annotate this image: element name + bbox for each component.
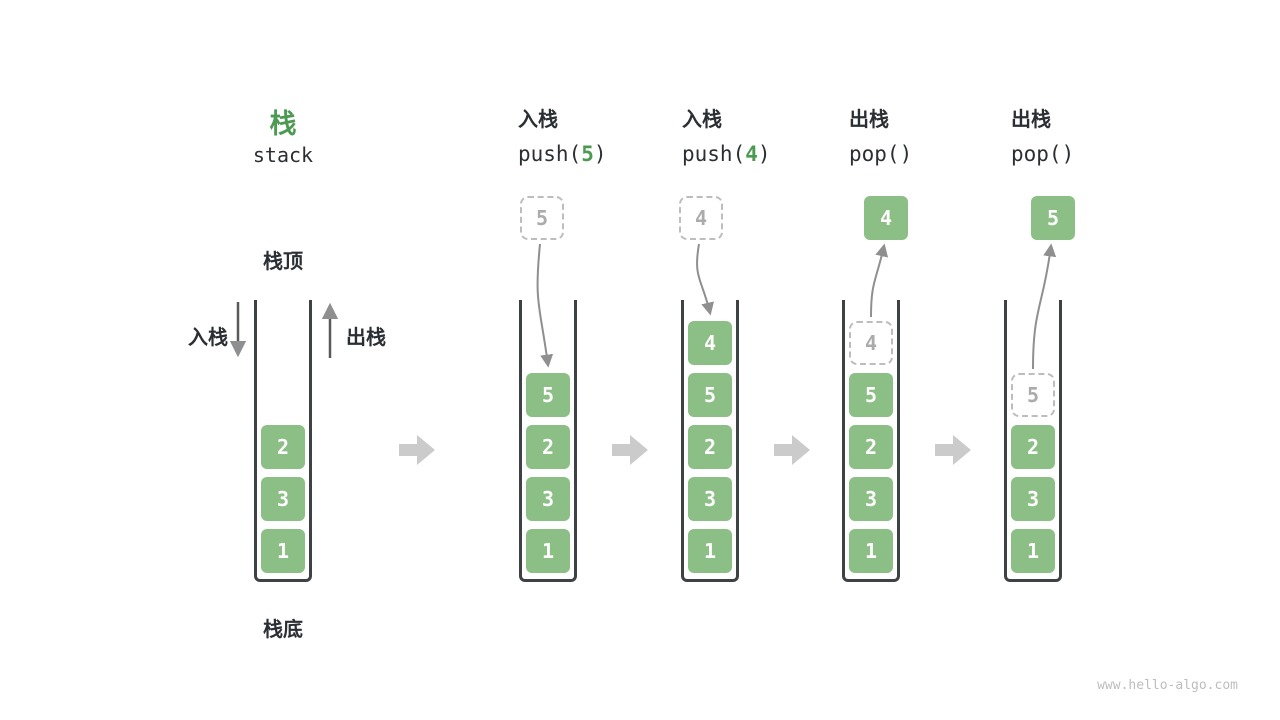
diagram-title-en: stack [252,143,314,167]
op-code-post: ) [593,142,607,166]
step-transition-arrow [774,435,810,465]
op-code-pre: pop( [849,142,900,166]
stack-container [254,300,312,582]
stack-item: 3 [849,477,893,521]
stack-container [1004,300,1062,582]
stack-item: 3 [1011,477,1055,521]
watermark: www.hello-algo.com [1097,678,1238,693]
stack-item: 3 [688,477,732,521]
stack-item: 5 [526,373,570,417]
stack-item: 2 [1011,425,1055,469]
op-code: push(5) [518,141,698,167]
op-name-label: 出栈 [1011,107,1051,131]
op-code-pre: pop( [1011,142,1062,166]
stack-item: 3 [526,477,570,521]
op-header: 入栈 push(4) [682,106,862,167]
stack-container [842,300,900,582]
stack-item: 3 [261,477,305,521]
stack-item: 2 [261,425,305,469]
stack-top-label: 栈顶 [263,249,303,273]
op-code-post: ) [899,142,913,166]
op-code: pop() [849,141,1029,167]
floating-box: 5 [1031,196,1075,240]
stack-item: 1 [1011,529,1055,573]
stack-item: 2 [688,425,732,469]
op-code-arg: 5 [581,142,594,166]
op-header: 入栈 push(5) [518,106,698,167]
stack-item: 4 [849,321,893,365]
stack-item: 5 [688,373,732,417]
stack-item: 5 [1011,373,1055,417]
floating-box: 4 [864,196,908,240]
floating-box: 5 [520,196,564,240]
stack-item: 2 [849,425,893,469]
op-code: push(4) [682,141,862,167]
diagram-title-zh: 栈 [269,109,297,140]
op-code-post: ) [757,142,771,166]
op-code-pre: push( [518,142,582,166]
stack-item: 1 [261,529,305,573]
op-header: 出栈 pop() [849,106,1029,167]
op-name-label: 入栈 [682,107,722,131]
step-transition-arrow [399,435,435,465]
op-header: 出栈 pop() [1011,106,1191,167]
stack-item: 4 [688,321,732,365]
step-transition-arrow [935,435,971,465]
floating-box: 4 [679,196,723,240]
op-code: pop() [1011,141,1191,167]
stack-container [681,300,739,582]
op-code-arg: 4 [745,142,758,166]
stack-item: 1 [526,529,570,573]
stack-item: 1 [849,529,893,573]
op-code-pre: push( [682,142,746,166]
stack-item: 1 [688,529,732,573]
op-name-label: 入栈 [518,107,558,131]
op-name-label: 出栈 [849,107,889,131]
push-direction-label: 入栈 [188,325,228,349]
step-transition-arrow [612,435,648,465]
stack-container [519,300,577,582]
op-code-post: ) [1061,142,1075,166]
stack-item: 2 [526,425,570,469]
pop-direction-label: 出栈 [346,325,386,349]
stack-bottom-label: 栈底 [263,617,303,641]
stack-item: 5 [849,373,893,417]
